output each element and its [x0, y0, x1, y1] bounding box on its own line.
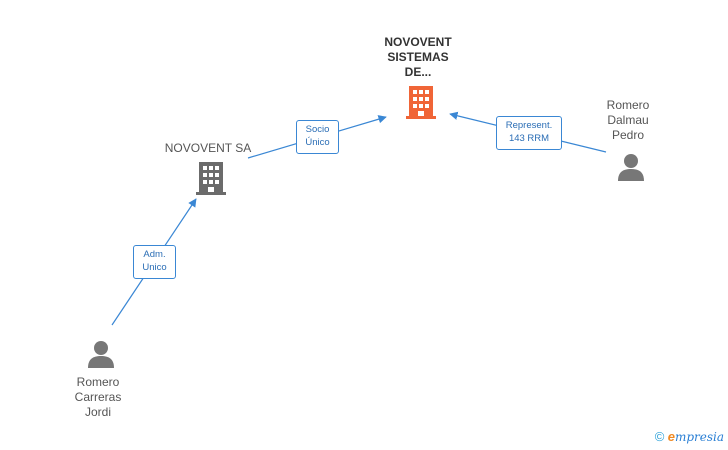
person-right-label[interactable]: Romero Dalmau Pedro	[588, 98, 668, 143]
edge-label-line: Socio	[305, 124, 330, 135]
edge-label-adm-unico[interactable]: Adm. Unico	[133, 245, 176, 279]
person-icon[interactable]	[86, 339, 116, 369]
person-icon[interactable]	[616, 152, 646, 182]
empresia-logo: © empresia	[655, 429, 724, 444]
person-left-label-line: Jordi	[84, 405, 111, 419]
person-left-label[interactable]: Romero Carreras Jordi	[58, 375, 138, 420]
person-left-label-line: Romero	[76, 375, 120, 389]
edge-label-line: Único	[305, 137, 330, 148]
brand-e: e	[667, 429, 675, 444]
person-right-label-line: Pedro	[611, 128, 645, 142]
brand-name: mpresia	[674, 430, 724, 444]
edge-label-line: Unico	[142, 262, 167, 273]
person-right-label-line: Dalmau	[607, 113, 649, 127]
target-company-label[interactable]: NOVOVENT SISTEMAS DE...	[368, 35, 468, 80]
parent-company-label-line: NOVOVENT SA	[164, 141, 252, 155]
edge-label-socio-unico[interactable]: Socio Único	[296, 120, 339, 154]
edge-label-line: Adm.	[143, 249, 166, 260]
person-left-label-line: Carreras	[74, 390, 122, 404]
building-icon[interactable]	[194, 160, 228, 196]
edge-label-represent[interactable]: Represent. 143 RRM	[496, 116, 562, 150]
parent-company-label[interactable]: NOVOVENT SA	[148, 141, 268, 156]
person-right-label-line: Romero	[606, 98, 650, 112]
target-company-label-line: DE...	[404, 65, 432, 79]
building-icon[interactable]	[404, 84, 438, 120]
edge-label-line: 143 RRM	[508, 133, 550, 144]
target-company-label-line: SISTEMAS	[387, 50, 449, 64]
edge-label-line: Represent.	[505, 120, 553, 131]
copyright-icon: ©	[654, 429, 665, 444]
target-company-label-line: NOVOVENT	[384, 35, 452, 49]
